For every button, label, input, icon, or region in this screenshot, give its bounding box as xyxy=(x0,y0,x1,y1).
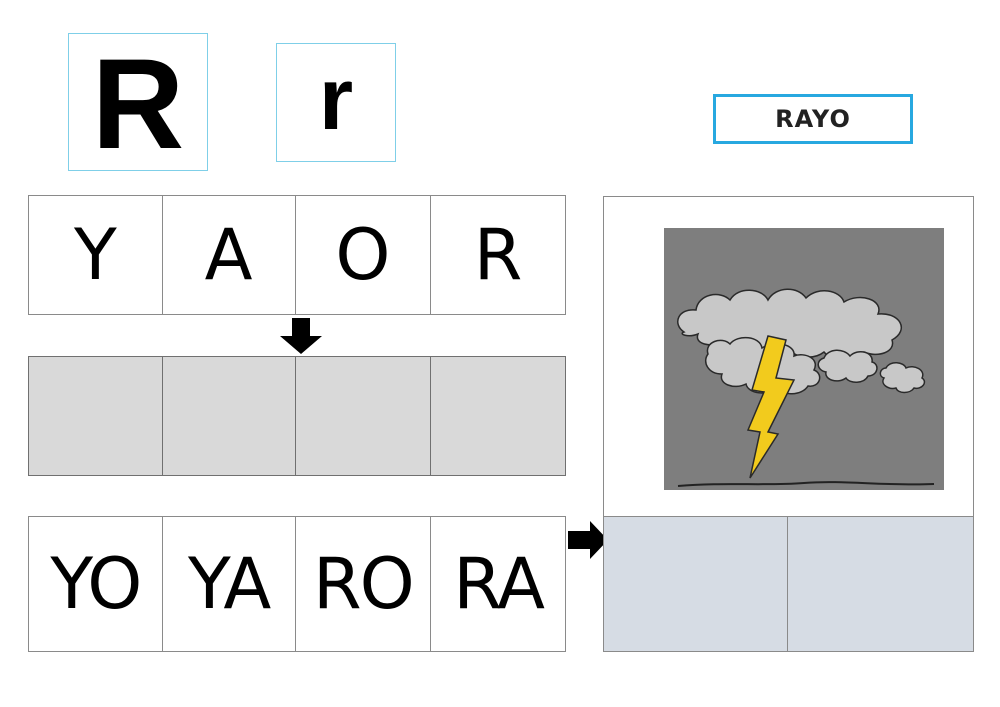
target-word: RAYO xyxy=(775,105,851,133)
letter-drop-slot[interactable] xyxy=(294,356,432,476)
letter-tile[interactable]: R xyxy=(430,195,566,315)
syllable-drop-row xyxy=(603,516,974,652)
letter-tiles-row: Y A O R xyxy=(28,195,566,315)
lowercase-letter: r xyxy=(318,48,354,148)
syllable-tile-text: YA xyxy=(188,543,271,625)
syllable-tile-text: YO xyxy=(50,543,142,625)
syllable-tile[interactable]: YA xyxy=(161,516,296,652)
syllable-tile-text: RO xyxy=(313,543,415,625)
target-word-box: RAYO xyxy=(713,94,913,144)
letter-drop-row xyxy=(28,356,566,476)
syllable-tile[interactable]: RA xyxy=(430,516,566,652)
letter-tile[interactable]: A xyxy=(161,195,296,315)
letter-tile-text: Y xyxy=(73,214,117,296)
letter-tile-text: A xyxy=(204,214,253,296)
syllable-drop-slot[interactable] xyxy=(787,516,974,652)
lowercase-letter-card: r xyxy=(276,43,396,162)
picture-frame xyxy=(603,196,974,517)
syllable-tiles-row: YO YA RO RA xyxy=(28,516,566,652)
letter-tile-text: O xyxy=(335,214,391,296)
arrow-down-icon xyxy=(278,318,324,356)
letter-drop-slot[interactable] xyxy=(430,356,566,476)
uppercase-letter: R xyxy=(91,33,185,176)
syllable-tile[interactable]: YO xyxy=(28,516,163,652)
uppercase-letter-card: R xyxy=(68,33,208,171)
letter-tile[interactable]: O xyxy=(294,195,432,315)
letter-tile[interactable]: Y xyxy=(28,195,163,315)
letter-tile-text: R xyxy=(473,214,523,296)
syllable-drop-slot[interactable] xyxy=(603,516,788,652)
letter-drop-slot[interactable] xyxy=(28,356,163,476)
letter-drop-slot[interactable] xyxy=(161,356,296,476)
syllable-tile-text: RA xyxy=(453,543,545,625)
lightning-storm-icon xyxy=(664,228,944,490)
syllable-tile[interactable]: RO xyxy=(294,516,432,652)
arrow-right-icon xyxy=(568,519,610,561)
